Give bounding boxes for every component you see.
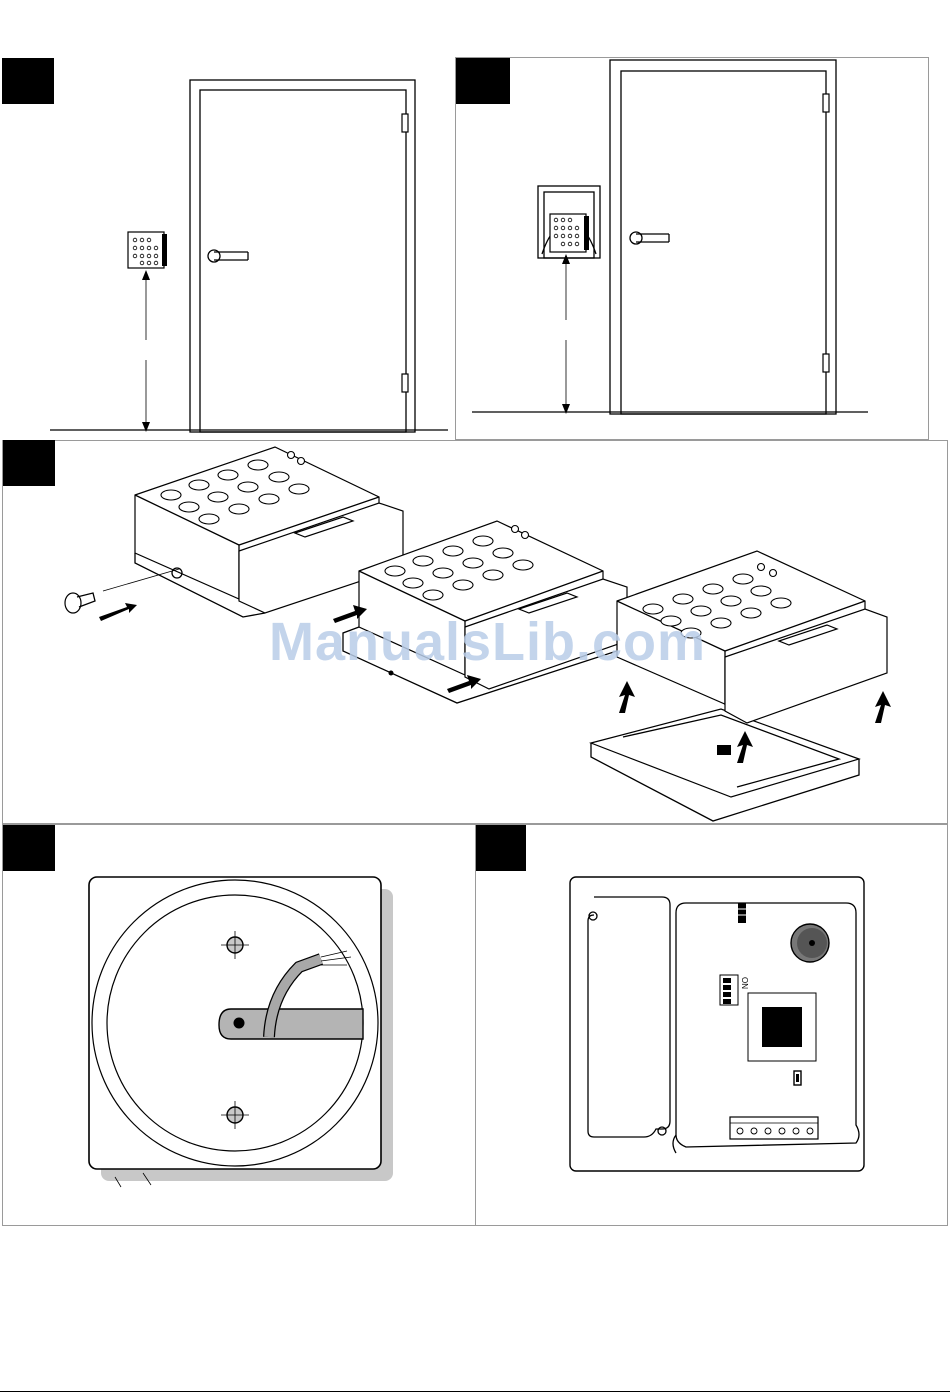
panel-3-disassembly: ManualsLib.com	[2, 440, 948, 824]
door-flush-mount-diagram	[456, 58, 930, 441]
panel-1-surface-mount	[2, 58, 454, 440]
panel-5-circuit-board: ON	[476, 824, 948, 1226]
screw	[65, 568, 182, 621]
door-surface-mount-diagram	[2, 58, 454, 440]
panel-4-back-plate	[2, 824, 476, 1226]
watermark: ManualsLib.com	[269, 611, 706, 673]
panel-2-flush-mount	[455, 57, 929, 440]
dip-switch-label: ON	[740, 977, 749, 989]
back-plate-diagram	[3, 825, 477, 1227]
footer-rule	[0, 1391, 950, 1392]
circuit-board-diagram: ON	[476, 825, 948, 1227]
keypad-unit-3	[591, 551, 891, 821]
